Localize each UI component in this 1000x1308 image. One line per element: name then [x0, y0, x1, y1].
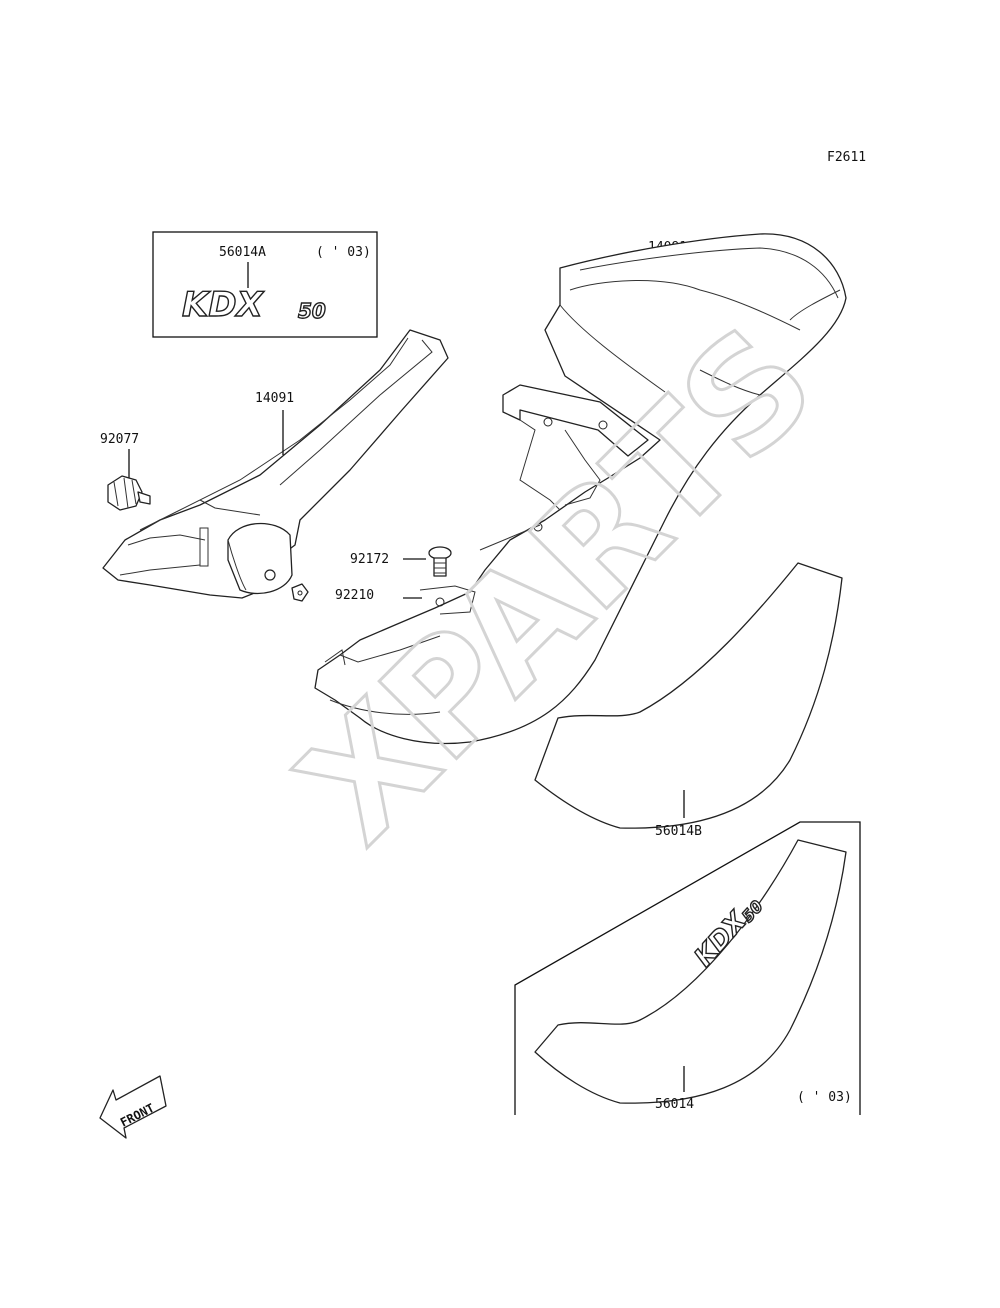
kdx-logo-suffix-56014a: 50	[298, 299, 326, 323]
part-number-92210: 92210	[335, 588, 374, 603]
year-note-56014: ( ' 03)	[797, 1090, 852, 1105]
part-number-14091: 14091	[255, 391, 294, 406]
side-cover-14091	[102, 329, 449, 599]
part-number-56014: 56014	[655, 1097, 694, 1112]
part-number-56014a: 56014A	[219, 245, 266, 260]
year-note-56014a: ( ' 03)	[316, 245, 371, 260]
nut-piece	[291, 583, 309, 602]
decal-56014b	[534, 562, 843, 829]
decal-56014a-callout-box: 56014A ( ' 03) KDX 50	[152, 231, 378, 338]
part-number-56014b: 56014B	[655, 824, 702, 839]
part-number-92077: 92077	[100, 432, 139, 447]
decal-56014-callout-box: KDX 50 56014 ( ' 03)	[514, 821, 861, 1115]
kdx-logo-56014a: KDX	[182, 285, 265, 325]
front-direction-arrow: FRONT	[99, 1075, 167, 1139]
bolt-92172	[428, 546, 452, 577]
rear-fender-14091a-d	[314, 233, 847, 745]
part-number-92172: 92172	[350, 552, 389, 567]
figure-code: F2611	[827, 150, 866, 165]
knob-92077	[107, 475, 151, 511]
